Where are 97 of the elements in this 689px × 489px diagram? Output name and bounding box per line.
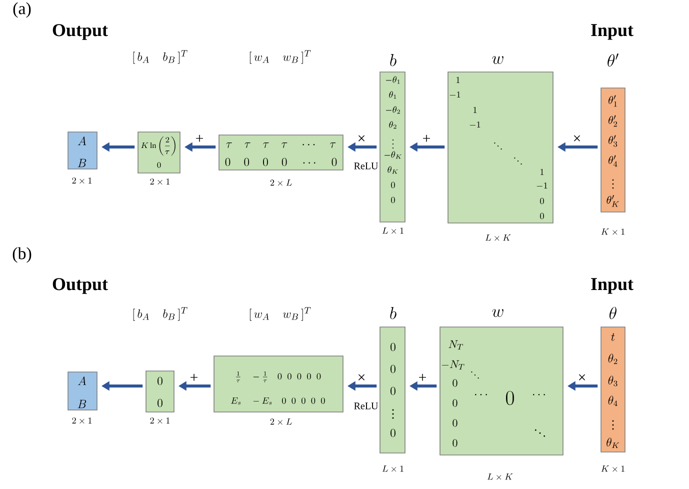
matrix-entry: $A$ (78, 376, 86, 386)
matrix-entry: $1$ (474, 106, 477, 113)
section-heading: Output (52, 278, 108, 294)
matrix-entry: $0$ (390, 428, 396, 438)
matrix-heading: $[\,b_A\quad b_B\,]^T$ (133, 307, 188, 321)
matrix-heading: $\theta$ (610, 306, 616, 320)
edge-label: + (189, 373, 199, 383)
matrix-entry: $\tau\quad\tau\quad\tau\quad\tau\quad\cdots\quad\tau$ (226, 142, 336, 148)
matrix-heading: $w$ (492, 309, 504, 317)
matrix-entry: $\ddots$ (494, 142, 502, 150)
edge-label: + (194, 134, 204, 144)
edge-label: × (577, 374, 587, 383)
matrix-entry: $\theta_2$ (389, 121, 396, 129)
matrix-entry: $\theta_3$ (608, 376, 618, 386)
matrix-entry: $B$ (78, 400, 86, 408)
matrix-entry: $1$ (456, 76, 460, 83)
matrix-entry: $K\ln\left(\dfrac{2}{\tau}\right)$ (141, 136, 176, 156)
matrix-entry: $-N_T$ (442, 360, 464, 370)
matrix-entry: $N_T$ (448, 340, 464, 350)
matrix-entry: $B$ (78, 158, 86, 168)
matrix-entry: $\theta_K$ (388, 166, 398, 174)
edge-label: + (418, 373, 428, 383)
matrix-entry: $\theta'_3$ (608, 135, 618, 147)
matrix-entry: $0$ (540, 212, 544, 220)
matrix-entry: $-\theta_1$ (386, 76, 400, 84)
matrix-entry: $0$ (158, 398, 162, 408)
matrix-entry: $t$ (611, 333, 615, 341)
activation-label: ReLU (354, 402, 378, 410)
matrix-entry: $1$ (540, 168, 544, 175)
dimension-label: $2\times 1$ (150, 178, 170, 184)
matrix-entry: $0$ (452, 439, 458, 447)
matrix-entry: $-1$ (470, 122, 480, 128)
matrix-entry: $0$ (452, 379, 458, 387)
matrix-heading: $[\,w_A\quad w_B\,]^T$ (250, 307, 311, 321)
dimension-label: $L\times 1$ (382, 466, 404, 472)
activation-label: ReLU (354, 162, 378, 170)
edge-label: + (422, 134, 432, 144)
matrix-entry: $-1$ (450, 92, 460, 98)
dimension-label: $2\times L$ (270, 418, 292, 425)
dimension-label: $K\times 1$ (601, 466, 624, 472)
matrix-entry: $0$ (391, 182, 395, 188)
matrix-entry: $0$ (390, 386, 396, 396)
matrix-entry: $\theta'_4$ (608, 155, 618, 167)
edge-label: × (572, 134, 582, 144)
matrix-entry: $\vdots$ (612, 420, 614, 430)
matrix-entry: $\cdots$ (533, 394, 545, 396)
edge-label: × (356, 374, 366, 383)
panel-label: (b) (12, 247, 32, 263)
matrix-entry: $E_s\quad -E_s\quad 0\;\; 0\;\; 0\;\; 0\;\; 0$ (231, 397, 325, 405)
matrix-heading: $b$ (390, 307, 396, 320)
edge-label: × (356, 134, 366, 144)
matrix-entry: $\theta_K$ (606, 438, 620, 448)
matrix-entry: $A$ (78, 136, 86, 146)
matrix-heading: $\theta'$ (608, 53, 618, 67)
dimension-label: $2\times L$ (270, 180, 292, 186)
dimension-label: $2\times 1$ (72, 177, 92, 184)
dimension-label: $2\times 1$ (150, 417, 170, 424)
matrix-entry: $\theta'_K$ (606, 195, 619, 207)
matrix-entry: $-\theta_2$ (386, 106, 400, 114)
dimension-label: $K\times 1$ (601, 228, 624, 235)
matrix-entry: $\ddots$ (514, 158, 522, 165)
matrix-entry: $0$ (158, 376, 162, 386)
matrix-entry: $\vdots$ (392, 139, 394, 149)
matrix-entry: $\theta_4$ (608, 396, 618, 406)
dimension-label: $2\times 1$ (72, 417, 92, 424)
matrix-entry: $\cdots$ (475, 394, 487, 396)
matrix-entry: $0$ (390, 364, 396, 374)
dimension-label: $L\times K$ (485, 234, 511, 241)
matrix-entry: $0\quad 0\quad 0\quad 0\quad \cdots\quad 0$ (225, 158, 337, 166)
matrix-entry: $0$ (391, 196, 395, 204)
matrix-entry: $\theta'_2$ (608, 115, 617, 127)
matrix-entry: $0$ (452, 399, 458, 407)
section-heading: Input (591, 278, 634, 294)
matrix-entry: $0$ (452, 419, 458, 427)
matrix-entry: $\ddots$ (471, 372, 479, 379)
matrix-heading: $[\,b_A\quad b_B\,]^T$ (133, 50, 188, 64)
section-heading: Input (591, 24, 634, 40)
matrix-entry: $\vdots$ (392, 409, 394, 419)
matrix-entry: $0$ (390, 342, 396, 352)
matrix-entry: $-1$ (536, 182, 548, 188)
matrix-entry: $\theta_2$ (608, 354, 618, 364)
matrix-heading: $[\,w_A\quad w_B\,]^T$ (250, 50, 311, 64)
matrix-entry: $\theta_1$ (389, 91, 396, 99)
matrix-entry: $\vdots$ (612, 179, 614, 189)
dimension-label: $L\times K$ (487, 474, 513, 480)
matrix-entry: $\frac{1}{\tau}\quad -\frac{1}{\tau}\quad 0\;\; 0\;\; 0\;\; 0\;\; 0$ (236, 372, 321, 382)
matrix-entry: $0$ (506, 390, 514, 405)
panel-label: (a) (13, 2, 31, 18)
matrix-entry: $\theta'_1$ (608, 95, 617, 107)
matrix-entry: $0$ (157, 162, 161, 168)
matrix-entry: $-\theta_K$ (384, 151, 402, 159)
matrix-heading: $w$ (492, 56, 504, 64)
matrix-heading: $b$ (390, 54, 396, 66)
matrix-entry: $\ddots$ (534, 429, 546, 437)
dimension-label: $L\times 1$ (382, 228, 404, 234)
section-heading: Output (52, 24, 108, 40)
matrix-entry: $0$ (540, 198, 544, 204)
